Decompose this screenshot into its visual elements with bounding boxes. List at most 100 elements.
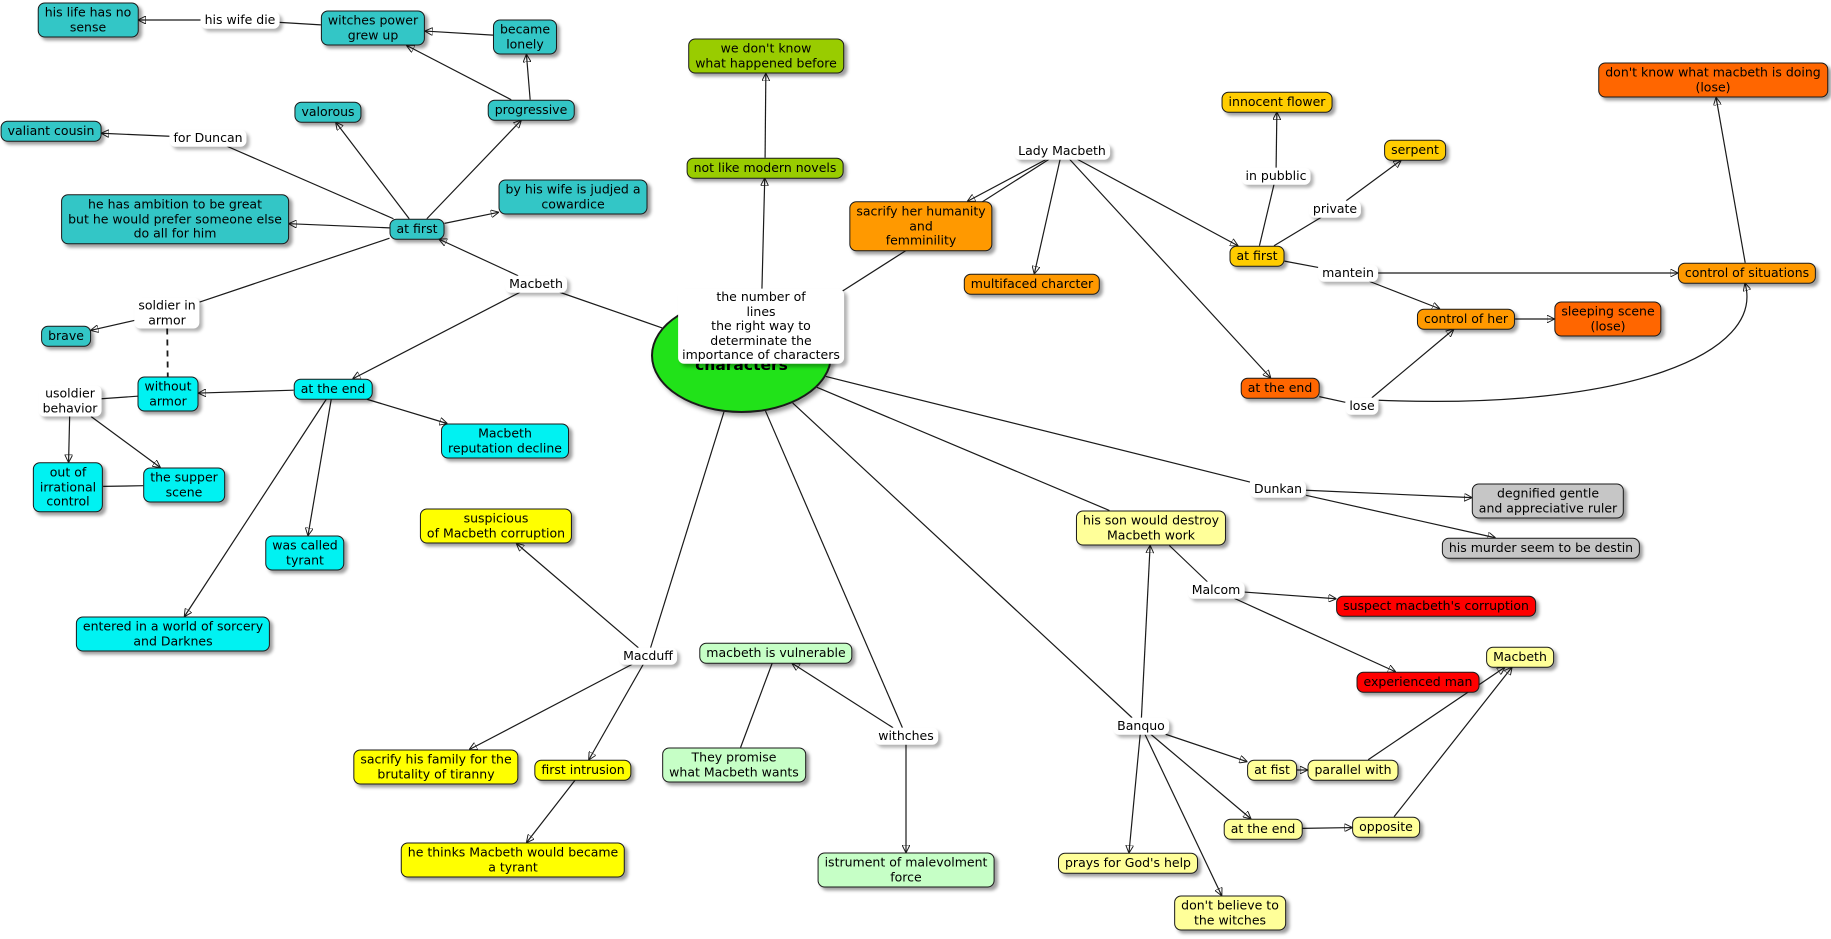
concept-node-life-no-sense[interactable]: his life has no sense [37,2,139,38]
concept-node-progressive[interactable]: progressive [487,99,575,121]
concept-node-brave[interactable]: brave [41,325,91,347]
link-without-armor-to-usoldier [101,395,138,400]
link-mb-at-first-to-progressive [426,120,521,220]
concept-node-parallel[interactable]: parallel with [1307,759,1399,781]
link-macduff-to-suspicious [516,544,639,649]
concept-node-promise[interactable]: They promise what Macbeth wants [662,747,806,783]
concept-node-innocent-flower[interactable]: innocent flower [1221,91,1333,113]
link-son-destroy-to-malcom [1168,545,1208,583]
concept-node-dont-know-before[interactable]: we don't know what happened before [688,38,844,74]
concept-node-lady-macbeth[interactable]: Lady Macbeth [1014,142,1110,160]
concept-node-macbeth[interactable]: Macbeth [505,275,567,293]
concept-node-ambition[interactable]: he has ambition to be great but he would… [61,194,289,244]
concept-node-wife-die[interactable]: his wife die [200,11,280,29]
link-center-to-son-destroy [816,386,1110,512]
link-lm-at-end-to-lose [1319,396,1346,403]
link-first-intrusion-to-thinks-tyrant [527,779,576,842]
concept-node-control-her[interactable]: control of her [1416,308,1516,330]
concept-node-banquo[interactable]: Banquo [1113,717,1169,735]
concept-node-tyrant[interactable]: was called tyrant [265,535,345,571]
concept-node-lose[interactable]: lose [1345,397,1379,415]
link-withches-to-vulnerable [792,663,894,729]
concept-node-lm-at-first[interactable]: at first [1229,245,1285,267]
link-in-pubblic-to-innocent-flower [1276,112,1277,168]
link-lady-macbeth-to-multifaced [1034,159,1061,274]
link-banquo-to-at-fist [1165,733,1248,761]
link-malcom-to-suspect-corruption [1244,591,1336,599]
concept-node-opposite[interactable]: opposite [1352,816,1420,838]
concept-node-bq-at-end[interactable]: at the end [1223,818,1303,840]
concept-node-murder-destin[interactable]: his murder seem to be destin [1441,537,1641,559]
concept-node-judged-cowardice[interactable]: by his wife is judjed a cowardice [498,179,648,215]
link-opposite-to-macbeth-r [1393,667,1512,818]
concept-node-witches-power[interactable]: witches power grew up [320,10,426,46]
concept-node-degnified[interactable]: degnified gentle and appreciative ruler [1471,483,1625,519]
concept-node-dont-believe[interactable]: don't believe to the witches [1174,895,1286,931]
link-supper-scene-to-irrational [103,485,144,487]
concept-node-sacrify-humanity[interactable]: sacrify her humanity and femminility [849,201,993,251]
concept-node-sleeping-scene[interactable]: sleeping scene (lose) [1554,301,1662,337]
link-macbeth-to-mb-at-end [353,291,521,379]
concept-node-suspect-corruption[interactable]: suspect macbeth's corruption [1336,595,1536,617]
concept-node-valorous[interactable]: valorous [294,101,362,123]
concept-node-mb-at-first[interactable]: at first [389,218,445,240]
concept-node-valiant-cousin[interactable]: valiant cousin [0,120,102,142]
concept-node-experienced[interactable]: experienced man [1356,671,1480,693]
concept-node-prays[interactable]: prays for God's help [1058,852,1198,874]
link-soldier-armor-to-without-armor [166,328,169,377]
link-banquo-to-prays [1129,734,1141,853]
link-lm-at-first-to-in-pubblic [1258,184,1275,246]
link-macbeth-to-center [559,291,663,329]
concept-node-not-modern[interactable]: not like modern novels [686,157,844,179]
link-witches-power-to-wife-die [279,21,321,26]
concept-node-son-destroy[interactable]: his son would destroy Macbeth work [1075,510,1227,546]
concept-node-supper-scene[interactable]: the supper scene [143,467,225,503]
concept-node-vulnerable[interactable]: macbeth is vulnerable [699,642,853,664]
link-lm-at-first-to-mantein [1284,260,1319,269]
concept-node-sorcery[interactable]: entered in a world of sorcery and Darkne… [75,616,271,652]
concept-node-multifaced[interactable]: multifaced charcter [963,273,1101,295]
link-malcom-to-experienced [1233,597,1395,672]
concept-node-private[interactable]: private [1308,200,1362,218]
link-banquo-to-dont-believe [1144,733,1222,895]
link-became-lonely-to-witches-power [425,31,494,36]
link-number-lines-to-not-modern [762,178,765,289]
concept-node-macbeth-r[interactable]: Macbeth [1486,646,1554,668]
link-dunkan-to-murder-destin [1305,494,1495,537]
concept-node-mb-at-end[interactable]: at the end [293,378,373,400]
link-mb-at-first-to-for-duncan [226,145,394,220]
link-mb-at-end-to-sorcery [184,398,327,616]
concept-node-lm-at-end[interactable]: at the end [1240,377,1320,399]
concept-node-reputation-decline[interactable]: Macbeth reputation decline [441,423,569,459]
concept-node-dunkan[interactable]: Dunkan [1249,480,1307,498]
link-lose-to-control-situations [1378,283,1747,402]
link-mb-at-first-to-valorous [336,122,410,220]
concept-node-thinks-tyrant[interactable]: he thinks Macbeth would became a tyrant [400,842,626,878]
concept-node-control-situations[interactable]: control of situations [1677,262,1817,284]
concept-node-sacrify-family[interactable]: sacrify his family for the brutality of … [353,749,519,785]
concept-node-irrational[interactable]: out of irrational control [32,462,104,512]
concept-node-without-armor[interactable]: without armor [137,376,199,412]
concept-node-soldier-armor[interactable]: soldier in armor [134,297,200,329]
concept-node-malcom[interactable]: Malcom [1187,581,1245,599]
concept-node-in-pubblic[interactable]: in pubblic [1241,167,1311,185]
concept-node-at-fist[interactable]: at fist [1247,759,1297,781]
concept-node-withches[interactable]: withches [874,727,938,745]
link-center-to-dunkan [825,375,1251,483]
concept-node-suspicious[interactable]: suspicious of Macbeth corruption [419,508,573,544]
concept-node-first-intrusion[interactable]: first intrusion [534,759,632,781]
link-mb-at-first-to-ambition [289,224,390,229]
concept-node-for-duncan[interactable]: for Duncan [169,129,247,147]
link-lose-to-control-her [1371,329,1454,399]
link-for-duncan-to-valiant-cousin [101,133,170,136]
concept-node-number-lines[interactable]: the number of lines the right way to det… [678,288,844,364]
concept-node-dont-know-doing[interactable]: don't know what macbeth is doing (lose) [1598,62,1828,98]
concept-node-usoldier[interactable]: usoldier behavior [38,385,102,417]
concept-node-became-lonely[interactable]: became lonely [492,19,558,55]
link-macduff-to-sacrify-family [469,663,633,749]
concept-node-istrument[interactable]: istrument of malevolment force [817,852,995,888]
concept-node-macduff[interactable]: Macduff [619,647,677,665]
concept-node-mantein[interactable]: mantein [1318,264,1378,282]
concept-node-serpent[interactable]: serpent [1384,139,1446,161]
